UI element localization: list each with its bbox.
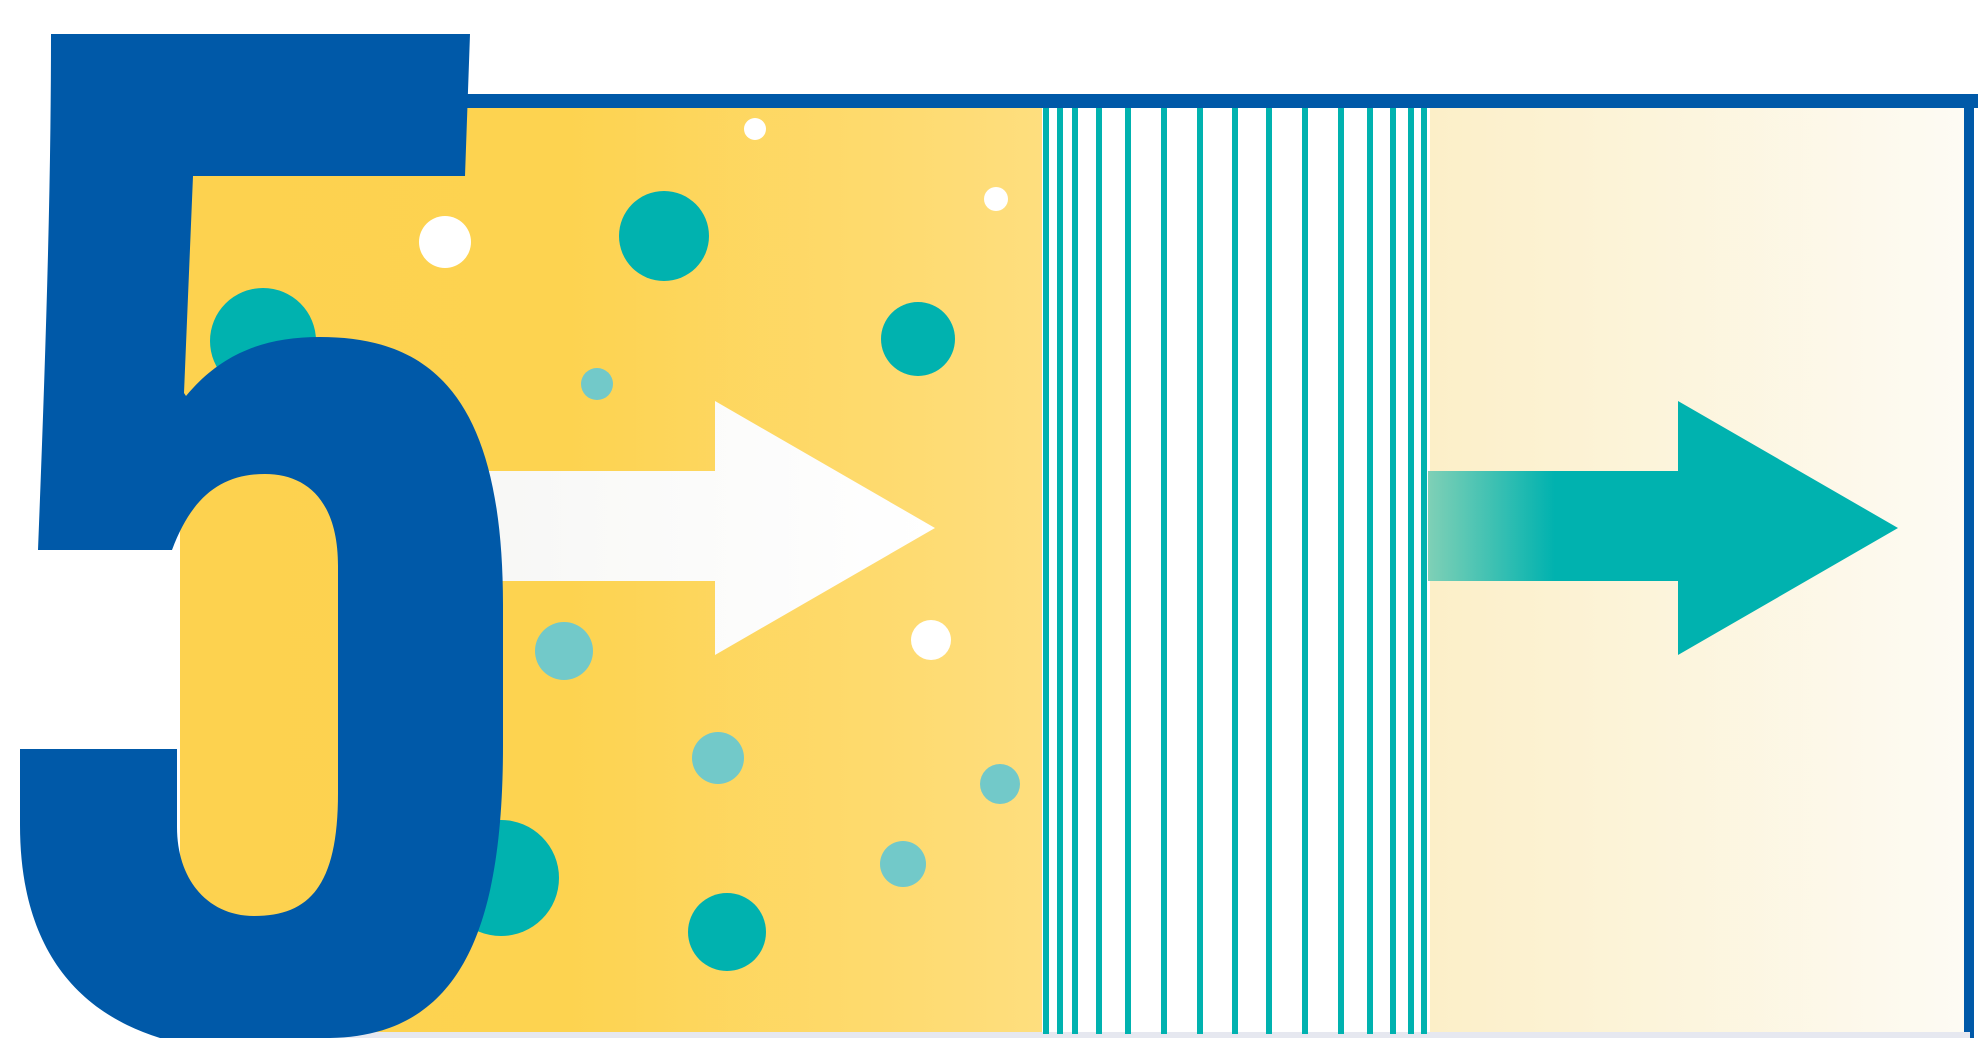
membrane-stripe bbox=[1057, 108, 1063, 1034]
membrane-stripe bbox=[1043, 108, 1049, 1034]
membrane-stripe bbox=[1072, 108, 1078, 1034]
particle bbox=[880, 841, 926, 887]
particle bbox=[692, 732, 744, 784]
particle bbox=[419, 216, 471, 268]
frame-right-border bbox=[1964, 94, 1974, 1038]
particle bbox=[881, 302, 955, 376]
membrane-stripe bbox=[1266, 108, 1272, 1034]
particle bbox=[984, 187, 1008, 211]
membrane-stripe bbox=[1161, 108, 1167, 1034]
particle bbox=[911, 620, 951, 660]
particle bbox=[744, 118, 766, 140]
particle bbox=[619, 191, 709, 281]
membrane-stripe bbox=[1367, 108, 1373, 1034]
membrane-stripe bbox=[1421, 108, 1427, 1034]
membrane-stripe bbox=[1232, 108, 1238, 1034]
particle bbox=[980, 764, 1020, 804]
membrane-stripe bbox=[1096, 108, 1102, 1034]
particle bbox=[581, 368, 613, 400]
membrane-stripe bbox=[1408, 108, 1414, 1034]
filter-membrane bbox=[1043, 108, 1427, 1034]
membrane-stripe bbox=[1197, 108, 1203, 1034]
particle bbox=[688, 893, 766, 971]
membrane-stripe bbox=[1125, 108, 1131, 1034]
membrane-stripe bbox=[1390, 108, 1396, 1034]
membrane-stripe bbox=[1302, 108, 1308, 1034]
membrane-stripe bbox=[1338, 108, 1344, 1034]
particle bbox=[535, 622, 593, 680]
